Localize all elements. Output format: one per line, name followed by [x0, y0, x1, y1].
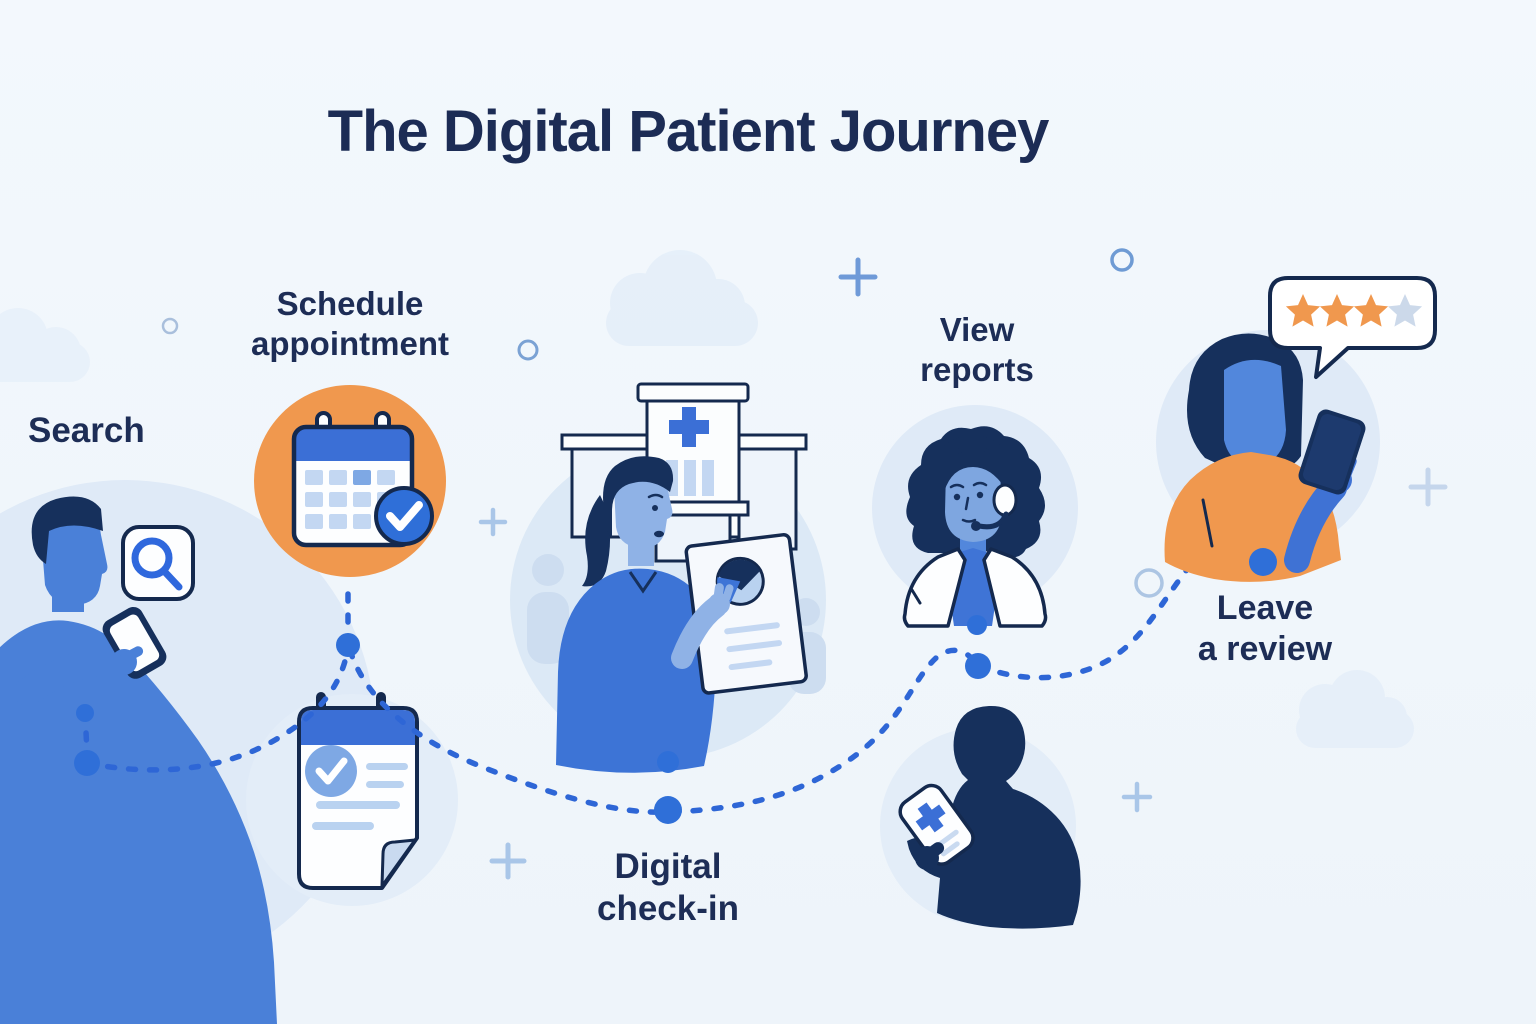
cloud-icon	[606, 250, 758, 346]
cloud-icon	[0, 308, 90, 382]
star-icon	[1319, 294, 1355, 327]
review-person-illustration	[1164, 333, 1366, 582]
speech-bubble-icon	[1268, 276, 1437, 379]
search-icon	[121, 525, 195, 601]
stage-label-line: a review	[1197, 629, 1333, 668]
rating-stars	[1285, 294, 1423, 327]
background-silhouettes	[527, 554, 826, 694]
stage-label-line: View	[939, 311, 1015, 348]
star-icon	[1285, 294, 1321, 327]
stage-label-line: appointment	[251, 324, 449, 362]
stage-label-line: check-in	[597, 889, 739, 928]
stage-label-view-reports: View reports	[827, 310, 1127, 389]
smartphone-icon	[102, 606, 167, 679]
headset-icon	[971, 483, 1018, 531]
cloud-icon	[1296, 670, 1414, 748]
circle-icon	[161, 248, 1164, 598]
stage-label-line: Schedule	[276, 285, 424, 322]
stage-label-line: Digital	[614, 847, 722, 886]
checkin-nurse-illustration	[556, 456, 808, 773]
star-icon	[1387, 294, 1423, 327]
journey-path	[82, 534, 1266, 815]
plus-icon	[478, 257, 1448, 880]
search-person-illustration	[0, 496, 277, 1024]
stage-label-line: Leave	[1216, 589, 1314, 627]
reports-receptionist-illustration	[902, 426, 1048, 628]
stage-label-leave-a-review: Leave a review	[1115, 588, 1415, 670]
page-title: The Digital Patient Journey	[327, 99, 1050, 164]
notepad-check-icon	[297, 692, 419, 890]
stage-label-search: Search	[28, 410, 228, 452]
stage-label-digital-check-in: Digital check-in	[518, 846, 818, 930]
stage-label-line: reports	[920, 350, 1034, 388]
star-icon	[1353, 294, 1389, 327]
calendar-check-icon	[291, 411, 434, 548]
stage-label-line: Search	[28, 411, 145, 450]
smartphone-icon	[1298, 409, 1366, 495]
stage-label-schedule-appointment: Schedule appointment	[200, 284, 500, 363]
journey-path-nodes	[74, 548, 1277, 824]
patient-phone-silhouette-illustration	[898, 705, 1081, 929]
